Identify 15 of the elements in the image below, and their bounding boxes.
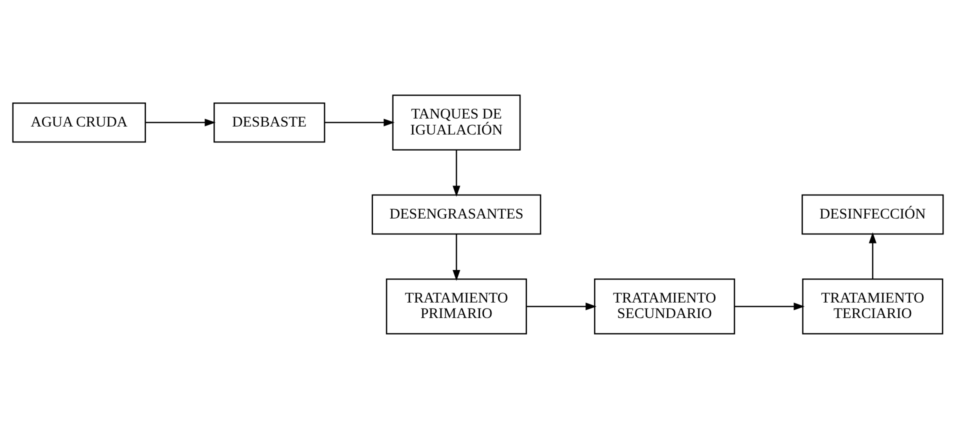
arrow [452,150,460,196]
arrow [734,302,805,310]
arrow [868,232,876,278]
node-box: DESBASTE [214,102,326,142]
node-box: DESINFECCIÓN [802,194,944,234]
node-box: TANQUES DE IGUALACIÓN [392,94,521,150]
node-box: TRATAMIENTO SECUNDARIO [594,278,736,334]
node-box: TRATAMIENTO TERCIARIO [802,278,944,334]
arrow [146,118,216,126]
node-box: TRATAMIENTO PRIMARIO [386,278,527,334]
arrow [324,118,395,126]
node-box: DESENGRASANTES [372,194,542,234]
arrow [526,302,597,310]
node-box: AGUA CRUDA [12,102,146,142]
arrow [452,234,460,280]
